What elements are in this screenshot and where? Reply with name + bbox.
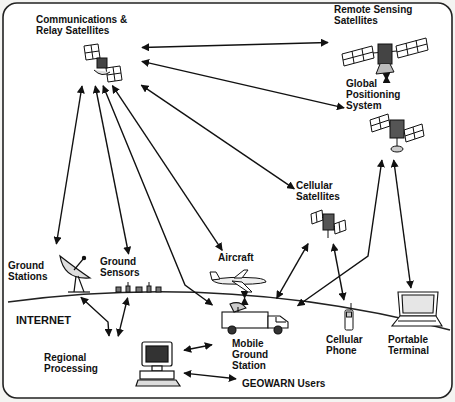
regional-processing: Regional Processing bbox=[40, 338, 182, 392]
node-label: Ground Sensors bbox=[100, 256, 166, 278]
gps-satellite: Global Positioning System bbox=[346, 78, 430, 158]
ground-sensors: Ground Sensors bbox=[100, 256, 166, 296]
node-label: Portable Terminal bbox=[388, 334, 446, 356]
link-arrow bbox=[394, 160, 411, 288]
node-label: Cellular Satellites bbox=[296, 180, 358, 202]
ground-line bbox=[8, 292, 450, 330]
link-arrow bbox=[277, 244, 308, 299]
remote-sensing-satellite: Remote Sensing Satellites bbox=[330, 4, 440, 78]
network-label: INTERNET bbox=[16, 314, 71, 326]
link-arrow bbox=[333, 244, 344, 300]
link-arrow bbox=[141, 85, 294, 189]
sensors-icon bbox=[114, 282, 164, 294]
link-arrow bbox=[118, 298, 127, 336]
remsat-icon bbox=[340, 36, 430, 76]
relay-satellite: Communications & Relay Satellites bbox=[36, 14, 140, 84]
link-arrow bbox=[142, 43, 328, 48]
node-label: Global Positioning System bbox=[346, 78, 430, 111]
mobile-ground-station: Mobile Ground Station bbox=[214, 300, 296, 372]
link-arrow bbox=[386, 76, 388, 80]
link-arrow bbox=[184, 345, 212, 351]
ground-station: Ground Stations bbox=[6, 246, 98, 296]
phone-icon bbox=[342, 302, 356, 332]
truck-icon bbox=[218, 300, 292, 336]
outer-frame bbox=[3, 3, 452, 398]
user-label: GEOWARN Users bbox=[238, 376, 328, 392]
link-arrow bbox=[95, 86, 128, 254]
node-label: Cellular Phone bbox=[326, 334, 374, 356]
laptop-icon bbox=[388, 290, 444, 330]
node-label: Regional Processing bbox=[44, 352, 124, 374]
node-label: GEOWARN Users bbox=[242, 378, 328, 389]
cellular-phone: Cellular Phone bbox=[326, 302, 374, 362]
link-arrow bbox=[244, 297, 245, 299]
link-arrow bbox=[184, 373, 236, 379]
cellular-satellite: Cellular Satellites bbox=[296, 180, 358, 242]
portable-terminal: Portable Terminal bbox=[384, 290, 448, 362]
gps-icon bbox=[368, 106, 424, 154]
link-arrow bbox=[81, 297, 109, 336]
link-arrow bbox=[112, 86, 222, 251]
node-label: Mobile Ground Station bbox=[232, 338, 296, 371]
comsat-icon bbox=[82, 42, 122, 86]
link-arrow bbox=[56, 86, 82, 244]
node-label: Remote Sensing Satellites bbox=[334, 4, 424, 26]
dish-icon bbox=[56, 246, 98, 294]
link-arrow bbox=[142, 61, 344, 108]
plane-icon bbox=[208, 266, 268, 294]
computer-icon bbox=[136, 340, 180, 388]
cellsat-icon bbox=[310, 206, 346, 240]
node-label: Aircraft bbox=[218, 252, 268, 263]
node-label: Ground Stations bbox=[8, 260, 56, 282]
aircraft: Aircraft bbox=[208, 252, 268, 296]
node-label: Communications & Relay Satellites bbox=[36, 14, 140, 36]
